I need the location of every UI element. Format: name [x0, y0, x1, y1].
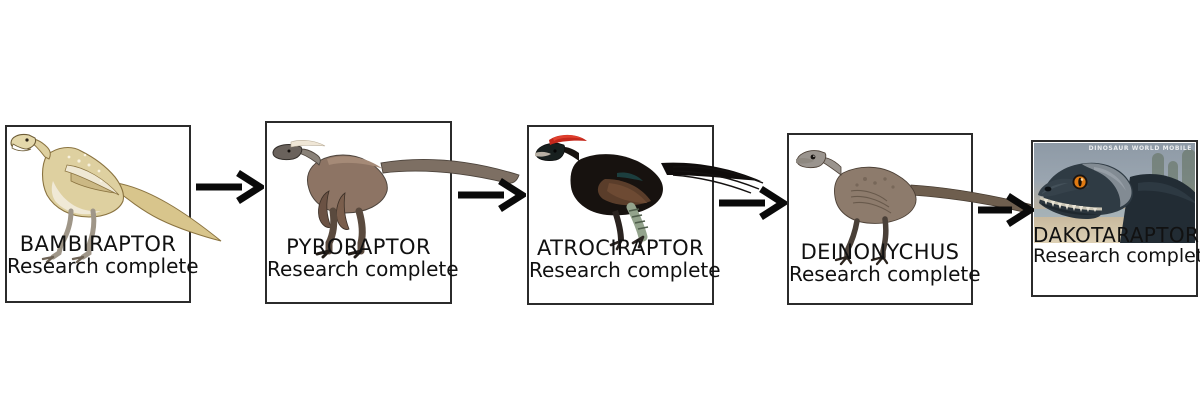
research-card-dakotaraptor[interactable]: DINOSAUR WORLD MOBILE DAKOTARAPTOR Resea… [1031, 140, 1200, 297]
card-title: DEINONYCHUS [800, 239, 960, 264]
background-water [1034, 209, 1195, 217]
arrow-bambiraptor-to-pyroraptor [196, 170, 267, 208]
card-title: BAMBIRAPTOR [19, 231, 177, 256]
dakotaraptor-render [1034, 143, 1195, 243]
card-status: Research complete [7, 253, 199, 278]
watermark-text: DINOSAUR WORLD MOBILE [1088, 145, 1192, 152]
card-status: Research complete [789, 261, 981, 286]
arrow-pyroraptor-to-atrociraptor [458, 178, 529, 216]
research-card-pyroraptor[interactable]: PYRORAPTOR Research complete [265, 121, 520, 304]
card-labels-atrociraptor: ATROCIRAPTOR Research complete [529, 235, 721, 282]
research-card-deinonychus[interactable]: DEINONYCHUS Research complete [787, 133, 1034, 305]
arrow-deinonychus-to-dakotaraptor [978, 193, 1037, 231]
card-labels-pyroraptor: PYRORAPTOR Research complete [267, 234, 459, 281]
card-labels-dakotaraptor: DAKOTARAPTOR Research complete [1033, 222, 1200, 267]
card-title: DAKOTARAPTOR [1033, 222, 1200, 247]
research-card-atrociraptor[interactable]: ATROCIRAPTOR Research complete [527, 125, 764, 305]
card-labels-deinonychus: DEINONYCHUS Research complete [789, 239, 981, 286]
research-card-bambiraptor[interactable]: BAMBIRAPTOR Research complete [5, 125, 222, 303]
card-labels-bambiraptor: BAMBIRAPTOR Research complete [7, 231, 199, 278]
arrow-atrociraptor-to-deinonychus [719, 186, 790, 224]
card-status: Research complete [529, 257, 721, 282]
card-status: Research complete [1033, 244, 1200, 267]
card-title: ATROCIRAPTOR [536, 235, 705, 260]
card-title: PYRORAPTOR [286, 234, 431, 259]
card-status: Research complete [267, 256, 459, 281]
